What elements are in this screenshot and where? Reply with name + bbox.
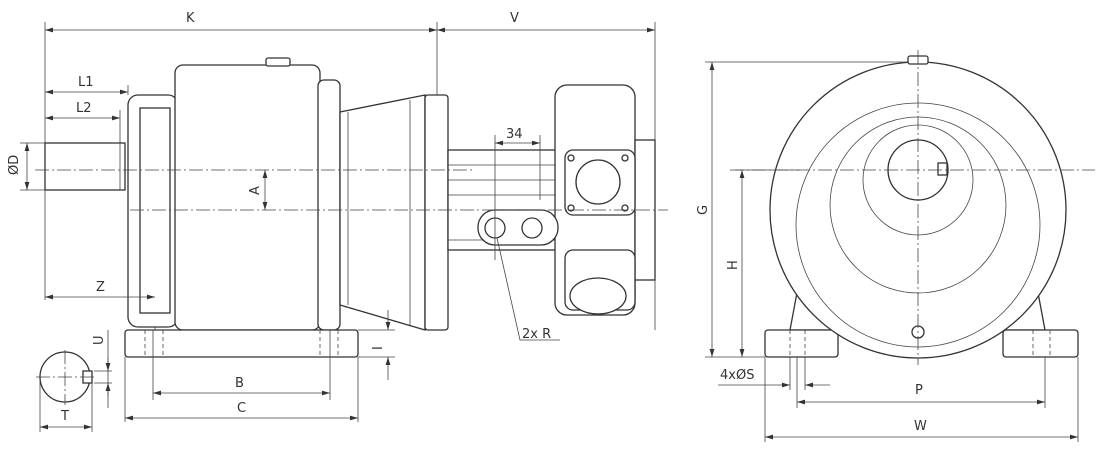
dim-P-label: P bbox=[915, 383, 923, 398]
dim-B-label: B bbox=[235, 376, 244, 391]
motor-flange bbox=[424, 94, 449, 331]
dim-W-label: W bbox=[914, 419, 927, 434]
dim-G-label: G bbox=[696, 205, 711, 215]
side-view: K V L1 L2 ØD A 34 2x R Z B C bbox=[7, 11, 668, 432]
dim-A-label: A bbox=[248, 186, 263, 195]
dim-34-label: 34 bbox=[506, 127, 523, 142]
base-foot bbox=[124, 329, 359, 358]
dim-T-label: T bbox=[60, 409, 69, 424]
dim-C-label: C bbox=[237, 401, 246, 416]
dim-I-label: I bbox=[371, 346, 386, 350]
dim-L1-label: L1 bbox=[78, 75, 94, 90]
dim-V-label: V bbox=[510, 11, 519, 26]
dim-S-label: 4xØS bbox=[720, 368, 754, 383]
dim-U-label: U bbox=[92, 335, 107, 345]
dim-R-label: 2x R bbox=[522, 327, 551, 342]
front-view: G H 4xØS P W bbox=[696, 50, 1095, 442]
dim-K-label: K bbox=[186, 11, 195, 26]
dim-D-label: ØD bbox=[7, 155, 22, 175]
output-shaft bbox=[44, 142, 126, 191]
dim-Z-label: Z bbox=[96, 280, 105, 295]
cone-adapter bbox=[339, 94, 426, 331]
dim-H-label: H bbox=[726, 260, 741, 270]
left-foot bbox=[764, 329, 839, 358]
gear-housing bbox=[174, 64, 321, 331]
dim-L2-label: L2 bbox=[76, 101, 92, 116]
oil-plug bbox=[265, 57, 291, 67]
hole-R-2 bbox=[521, 217, 543, 239]
right-foot bbox=[1002, 329, 1079, 358]
